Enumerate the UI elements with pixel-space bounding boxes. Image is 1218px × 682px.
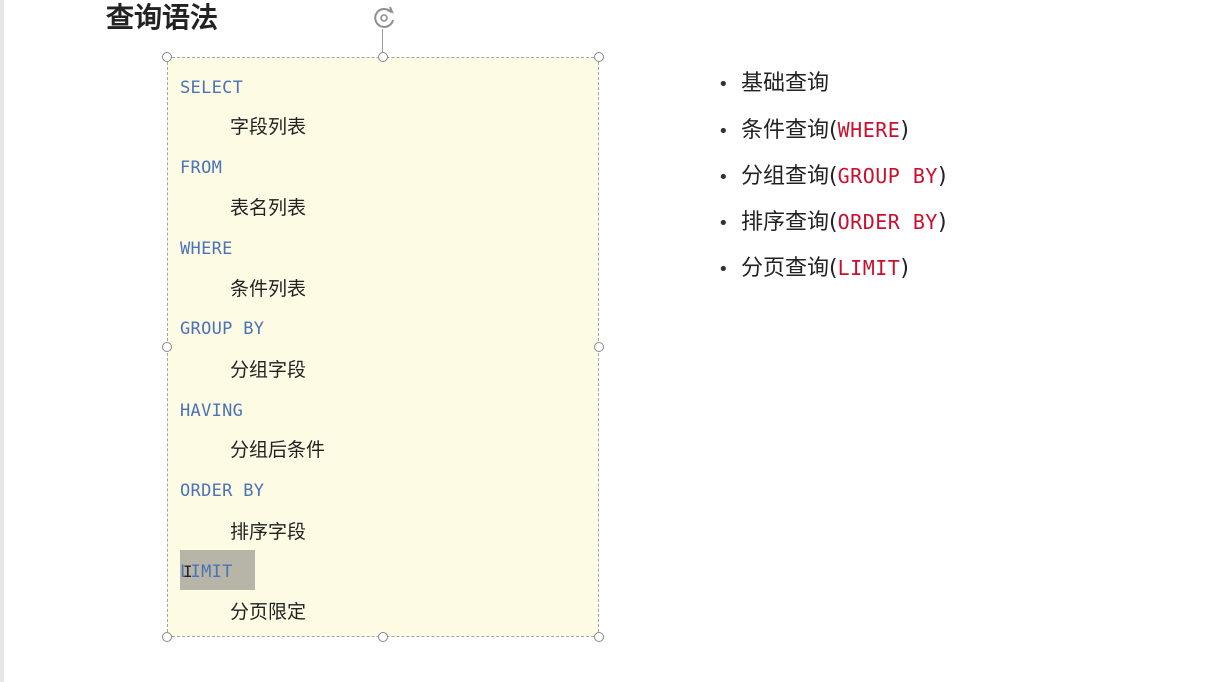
- code-desc-conditions[interactable]: 条件列表: [230, 278, 307, 300]
- list-item-order-query[interactable]: • 排序查询(ORDER BY): [718, 202, 947, 248]
- bullet-paren-open: (: [829, 256, 838, 281]
- resize-handle-bottom[interactable]: [378, 632, 388, 642]
- code-keyword-select[interactable]: SELECT: [180, 78, 244, 98]
- bullet-keyword: ORDER BY: [837, 210, 938, 234]
- resize-handle-top[interactable]: [378, 52, 388, 62]
- resize-handle-top-right[interactable]: [594, 52, 604, 62]
- bullet-dot-icon: •: [718, 167, 729, 188]
- bullet-dot-icon: •: [718, 74, 729, 95]
- bullet-paren-close: ): [937, 164, 947, 189]
- code-desc-sort-fields[interactable]: 排序字段: [230, 521, 307, 543]
- resize-handle-bottom-left[interactable]: [162, 632, 172, 642]
- code-desc-tables[interactable]: 表名列表: [230, 197, 307, 219]
- code-desc-having-conditions[interactable]: 分组后条件: [230, 439, 326, 461]
- bullet-keyword: GROUP BY: [837, 164, 938, 188]
- list-item-limit-query[interactable]: • 分页查询(LIMIT): [718, 248, 947, 294]
- bullet-paren-open: (: [829, 164, 838, 189]
- bullet-dot-icon: •: [718, 121, 729, 142]
- bullet-paren-close: ): [900, 118, 909, 143]
- resize-handle-right[interactable]: [594, 342, 604, 352]
- code-keyword-from[interactable]: FROM: [180, 158, 223, 178]
- code-keyword-order-by[interactable]: ORDER BY: [180, 481, 265, 501]
- list-item-where-query[interactable]: • 条件查询(WHERE): [718, 110, 947, 156]
- rotate-handle-icon[interactable]: [369, 3, 399, 33]
- bullet-dot-icon: •: [718, 259, 729, 280]
- text-cursor-icon: I: [183, 562, 193, 581]
- code-keyword-group-by[interactable]: GROUP BY: [180, 319, 265, 339]
- bullet-text: 条件查询: [741, 118, 830, 143]
- bullet-text: 分组查询: [741, 164, 830, 189]
- code-desc-fields[interactable]: 字段列表: [230, 116, 307, 138]
- code-desc-paging[interactable]: 分页限定: [230, 601, 307, 623]
- bullet-text: 排序查询: [741, 210, 830, 235]
- resize-handle-left[interactable]: [162, 342, 172, 352]
- code-keyword-having[interactable]: HAVING: [180, 401, 244, 421]
- resize-handle-bottom-right[interactable]: [594, 632, 604, 642]
- bullet-keyword: WHERE: [837, 118, 901, 142]
- code-keyword-where[interactable]: WHERE: [180, 239, 233, 259]
- list-item-basic-query[interactable]: • 基础查询: [718, 64, 947, 110]
- list-item-group-query[interactable]: • 分组查询(GROUP BY): [718, 156, 947, 202]
- sql-code-textbox[interactable]: SELECT 字段列表 FROM 表名列表 WHERE 条件列表 GROUP B…: [167, 57, 599, 637]
- bullet-dot-icon: •: [718, 213, 729, 234]
- bullet-paren-close: ): [900, 256, 909, 281]
- bullet-paren-close: ): [937, 210, 947, 235]
- slide-title[interactable]: 查询语法: [106, 1, 219, 34]
- text-selection-highlight: [180, 550, 255, 590]
- bullet-paren-open: (: [829, 118, 838, 143]
- code-desc-group-fields[interactable]: 分组字段: [230, 359, 307, 381]
- code-keyword-limit[interactable]: LIMIT: [180, 562, 233, 582]
- bullet-paren-open: (: [829, 210, 838, 235]
- bullet-keyword: LIMIT: [837, 256, 901, 280]
- resize-handle-top-left[interactable]: [162, 52, 172, 62]
- rotate-handle-stem: [382, 29, 383, 57]
- bullet-text: 分页查询: [741, 256, 830, 281]
- query-types-list: •基础查询 •条件查询(WHERE) •分组查询(GROUP BY) •排序查询…: [718, 64, 947, 294]
- window-left-edge: [0, 0, 4, 682]
- bullet-text: 基础查询: [741, 71, 830, 96]
